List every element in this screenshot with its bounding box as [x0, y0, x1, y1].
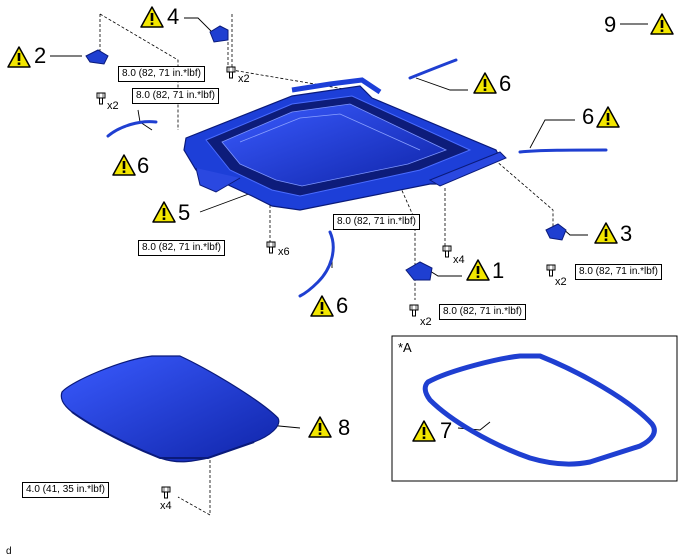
callout-6b: 6	[582, 104, 595, 129]
torque-label: 8.0 (82, 71 in.*lbf)	[575, 264, 662, 280]
bracket-part-3	[545, 223, 567, 241]
weatherstrip	[422, 353, 657, 467]
callout-5: 5	[178, 200, 191, 225]
quantity-label: x6	[278, 246, 290, 258]
callout-1: 1	[492, 258, 505, 283]
callout-8: 8	[338, 415, 351, 440]
quantity-label: x4	[453, 254, 465, 266]
quantity-label: x2	[107, 100, 119, 112]
inset-title: *A	[398, 340, 412, 355]
footer-code: d	[6, 546, 12, 557]
torque-label: 8.0 (82, 71 in.*lbf)	[132, 88, 219, 104]
callout-7: 7	[440, 418, 453, 443]
quantity-label: x2	[238, 73, 250, 85]
torque-label: 4.0 (41, 35 in.*lbf)	[22, 482, 109, 498]
torque-label: 8.0 (82, 71 in.*lbf)	[118, 66, 205, 82]
torque-label: 8.0 (82, 71 in.*lbf)	[439, 304, 526, 320]
quantity-label: x2	[420, 316, 432, 328]
sunroof-glass	[60, 355, 280, 463]
torque-label: 8.0 (82, 71 in.*lbf)	[333, 214, 420, 230]
quantity-label: x2	[555, 276, 567, 288]
inset-box	[391, 335, 678, 482]
callout-4: 4	[167, 4, 180, 29]
quantity-label: x4	[160, 500, 172, 512]
callout-9: 9	[604, 12, 617, 37]
sunroof-housing	[183, 77, 507, 211]
callout-6c: 6	[137, 153, 150, 178]
torque-label: 8.0 (82, 71 in.*lbf)	[138, 240, 225, 256]
callout-6a: 6	[499, 71, 512, 96]
callout-6d: 6	[336, 293, 349, 318]
bracket-part-1	[405, 261, 433, 281]
bracket-part-2	[85, 49, 109, 65]
drain-hoses	[106, 58, 608, 298]
callout-2: 2	[34, 43, 47, 68]
callout-3: 3	[620, 221, 633, 246]
bracket-part-4	[209, 25, 229, 43]
